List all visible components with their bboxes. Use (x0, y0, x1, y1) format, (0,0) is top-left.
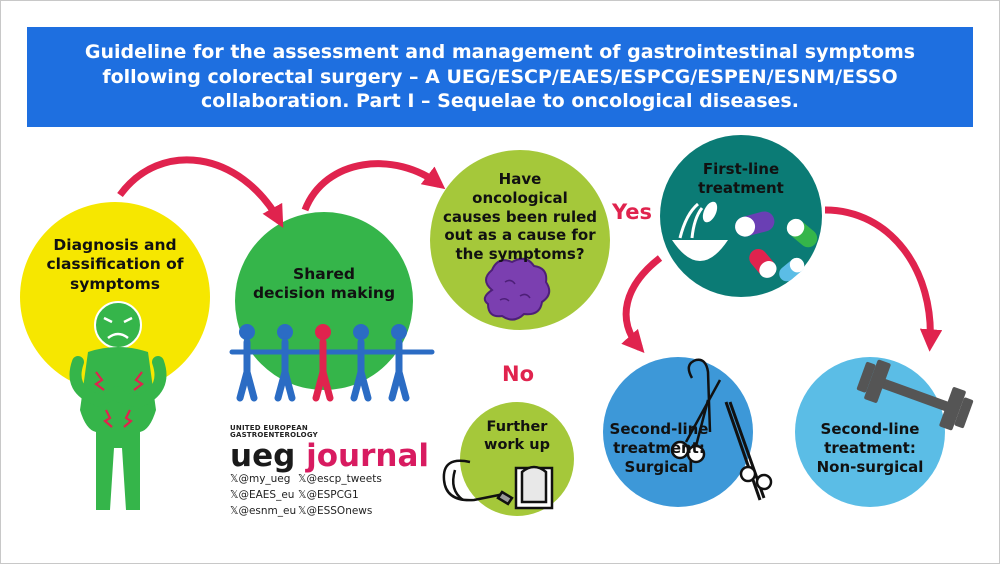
surgical-label-line-3: Surgical (624, 457, 694, 476)
surgical-label-line-2: treatment: (613, 438, 705, 457)
logo-small-line-1: UNITED EUROPEAN (230, 424, 308, 432)
first-line-label: First-line treatment (660, 160, 822, 198)
handle-espcg1[interactable]: 𝕏@ESPCG1 (298, 489, 359, 501)
handle-esnm-eu[interactable]: 𝕏@esnm_eu (230, 505, 297, 517)
arrow-first-line-to-nonsurgical (824, 206, 943, 352)
handle-escp-tweets[interactable]: 𝕏@escp_tweets (298, 473, 382, 485)
first-line-label-line-1: First-line (702, 160, 780, 178)
question-label-line-3: causes been ruled (442, 207, 598, 226)
further-work-up-label: Further work up (460, 418, 574, 454)
yes-branch-label: Yes (612, 200, 653, 224)
no-branch-label: No (502, 362, 535, 386)
nonsurgical-label-line-3: Non-surgical (816, 457, 924, 476)
ueg-journal-logo: UNITED EUROPEAN GASTROENTEROLOGY ueg jou… (230, 424, 429, 474)
title-line-1: Guideline for the assessment and managem… (84, 40, 916, 63)
dumbbell-icon (856, 359, 974, 431)
social-handles: 𝕏@my_ueg 𝕏@escp_tweets 𝕏@EAES_eu 𝕏@ESPCG… (230, 473, 388, 517)
person-in-pain-icon (69, 301, 167, 510)
surgical-circle (603, 357, 753, 507)
further-label-line-2: work up (484, 437, 550, 454)
question-label-line-5: the symptoms? (455, 245, 585, 263)
shared-decision-label: Shared decision making (235, 265, 413, 304)
surgical-instruments-icon (670, 358, 773, 501)
logo-word-journal: journal (306, 437, 429, 474)
handle-my-ueg[interactable]: 𝕏@my_ueg (230, 473, 291, 485)
diagnosis-label-line-1: Diagnosis and (53, 236, 177, 254)
second-line-nonsurgical-label: Second-line treatment: Non-surgical (795, 420, 945, 476)
endoscopy-icon (442, 459, 554, 510)
diagnosis-label: Diagnosis and classification of symptoms (20, 236, 210, 294)
handle-essonews[interactable]: 𝕏@ESSOnews (298, 505, 373, 517)
diagnosis-label-line-3: symptoms (69, 274, 160, 293)
people-group-icon (229, 324, 435, 402)
question-label: Have oncological causes been ruled out a… (430, 170, 610, 264)
arrow-shared-to-question (301, 160, 446, 212)
shared-label-line-2: decision making (252, 284, 396, 303)
question-label-line-4: out as a cause for (444, 226, 596, 245)
question-label-line-2: oncological (472, 188, 568, 207)
first-line-label-line-2: treatment (698, 178, 784, 197)
nonsurgical-label-line-1: Second-line (820, 420, 920, 438)
title-line-3: collaboration. Part I – Sequelae to onco… (201, 90, 799, 113)
further-label-line-1: Further (486, 419, 548, 435)
diet-and-pills-icon (672, 201, 818, 282)
arrow-first-line-to-surgical (621, 255, 663, 354)
nonsurgical-label-line-2: treatment: (824, 438, 916, 457)
title-banner: Guideline for the assessment and managem… (27, 27, 973, 127)
logo-small-line-2: GASTROENTEROLOGY (230, 431, 318, 440)
logo-wordmark: ueg journal (230, 437, 429, 474)
logo-word-ueg: ueg (230, 437, 296, 474)
arrow-diagnosis-to-shared (117, 156, 284, 228)
logo-small-text: UNITED EUROPEAN GASTROENTEROLOGY (230, 424, 429, 440)
handle-eaes-eu[interactable]: 𝕏@EAES_eu (230, 489, 295, 501)
question-label-line-1: Have (498, 170, 542, 188)
diagnosis-label-line-2: classification of (46, 255, 184, 274)
tumor-cell-icon (483, 257, 551, 321)
title-line-2: following colorectal surgery – A UEG/ESC… (102, 65, 898, 88)
surgical-label-line-1: Second-line (609, 420, 709, 438)
shared-label-line-1: Shared (293, 265, 355, 283)
second-line-surgical-label: Second-line treatment: Surgical (604, 420, 714, 476)
